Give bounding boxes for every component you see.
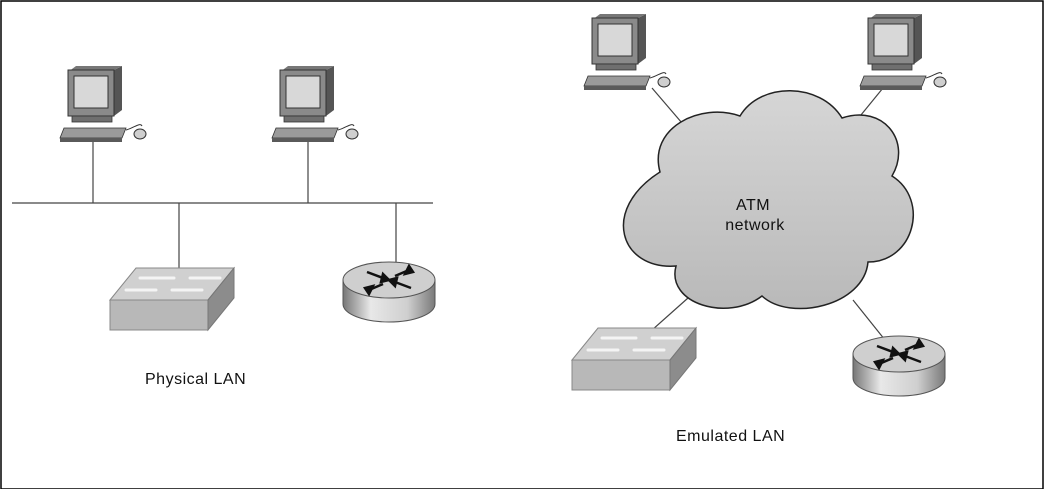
emulated-lan-group — [570, 13, 947, 398]
workstation-icon — [859, 13, 947, 91]
link-line — [852, 299, 886, 341]
switch-icon — [570, 326, 698, 392]
workstation-icon — [59, 65, 147, 143]
atm-cloud-icon — [622, 90, 914, 310]
workstation-icon — [271, 65, 359, 143]
workstation-icon — [583, 13, 671, 91]
atm-cloud-label-line1: ATM — [735, 197, 771, 214]
emulated-lan-caption: Emulated LAN — [676, 428, 786, 445]
physical-lan-group — [12, 65, 437, 332]
router-icon — [341, 260, 437, 324]
physical-lan-caption: Physical LAN — [145, 371, 247, 388]
atm-cloud-label-line2: network — [725, 217, 785, 234]
switch-icon — [108, 266, 236, 332]
router-icon — [851, 334, 947, 398]
